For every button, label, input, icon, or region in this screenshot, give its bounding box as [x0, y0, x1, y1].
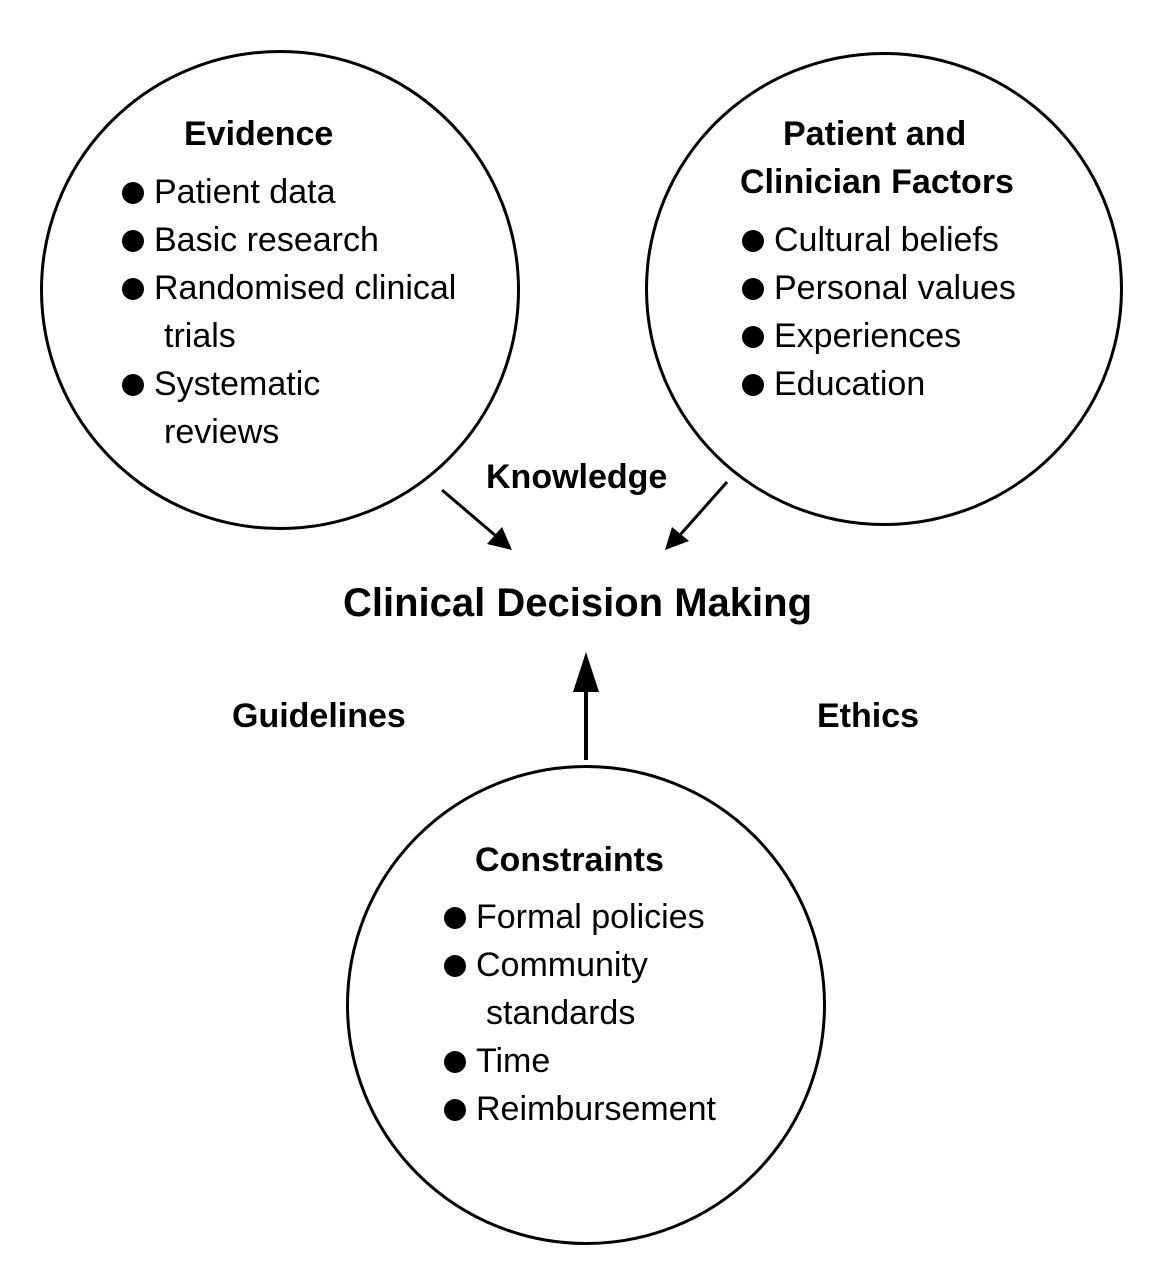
evidence-title: Evidence — [184, 115, 334, 153]
arrow-factors-to-decision — [665, 481, 729, 550]
bullet-dot — [742, 326, 764, 348]
factors-list: Cultural beliefs Personal values Experie… — [742, 216, 1016, 408]
bullet-dot — [122, 230, 144, 252]
ethics-label: Ethics — [817, 697, 920, 735]
constraints-circle — [346, 765, 826, 1245]
list-item: Patient data — [122, 168, 456, 216]
list-item: Formal policies — [444, 893, 716, 941]
bullet-dot — [444, 907, 466, 929]
arrow-evidence-to-decision — [441, 488, 512, 550]
bullet-dot — [122, 182, 144, 204]
factors-title-line2: Clinician Factors — [740, 163, 1014, 201]
arrow-constraints-to-decision — [573, 652, 599, 760]
guidelines-label: Guidelines — [232, 697, 406, 735]
list-item: Reimbursement — [444, 1085, 716, 1133]
constraints-title: Constraints — [475, 841, 664, 879]
bullet-dot — [444, 1099, 466, 1121]
bullet-dot — [742, 230, 764, 252]
evidence-circle — [40, 50, 520, 530]
central-title: Clinical Decision Making — [343, 581, 813, 625]
factors-title-line1: Patient and — [783, 115, 967, 153]
factors-circle — [645, 52, 1123, 526]
bullet-dot — [122, 374, 144, 396]
bullet-dot — [742, 374, 764, 396]
list-item: Personal values — [742, 264, 1016, 312]
list-item: Cultural beliefs — [742, 216, 1016, 264]
list-item: Basic research — [122, 216, 456, 264]
bullet-dot — [444, 1051, 466, 1073]
list-item: Education — [742, 360, 1016, 408]
bullet-dot — [444, 955, 466, 977]
list-item: Experiences — [742, 312, 1016, 360]
knowledge-label: Knowledge — [486, 458, 668, 496]
bullet-dot — [122, 278, 144, 300]
evidence-list: Patient data Basic research Randomised c… — [122, 168, 456, 456]
bullet-dot — [742, 278, 764, 300]
list-item: Time — [444, 1037, 716, 1085]
